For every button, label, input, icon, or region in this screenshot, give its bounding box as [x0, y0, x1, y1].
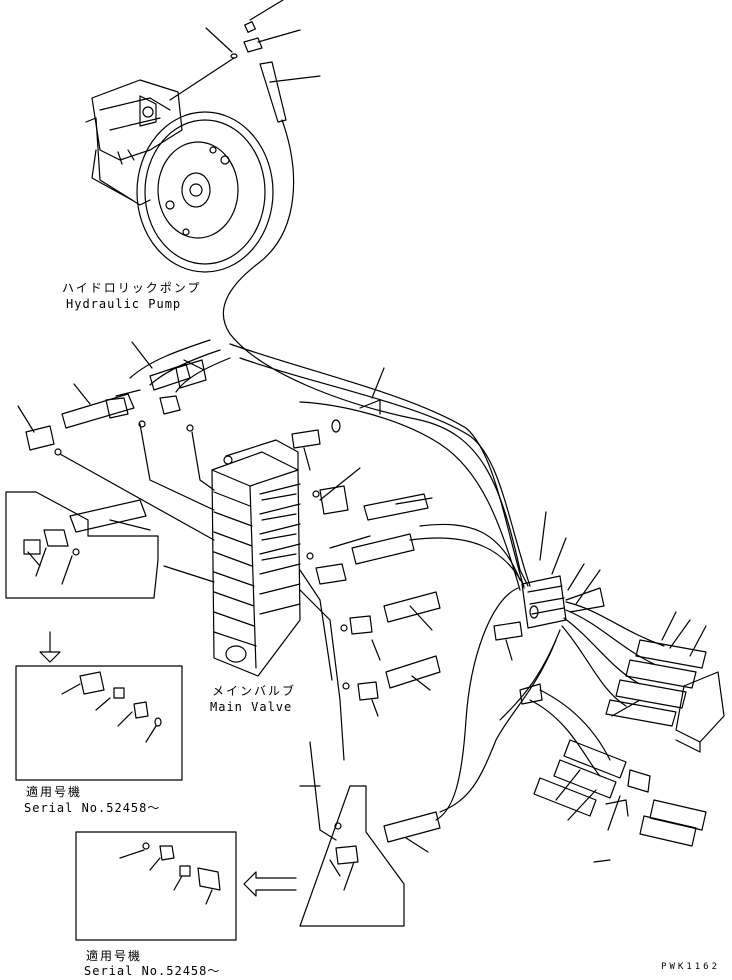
valve-left-fittings: [17, 341, 215, 583]
hydraulic-pump: [85, 79, 274, 273]
upper-inset-bracket: [5, 491, 159, 599]
inset-arrow-down: [39, 631, 61, 663]
bolt-washer: [291, 419, 539, 661]
drawing-code: PWK1162: [661, 962, 720, 972]
pump-fittings: [169, 0, 321, 123]
lower-inset-box: [75, 831, 237, 941]
lower-middle-bracket: [299, 785, 405, 927]
serial-label-en-upper: Serial No.52458～: [24, 801, 161, 815]
hydraulic-pump-label-en: Hydraulic Pump: [66, 297, 182, 311]
hydraulic-pump-label-jp: ハイドロリックポンプ: [62, 281, 202, 295]
serial-label-jp-upper: 適用号機: [26, 785, 83, 799]
main-valve: [211, 439, 301, 677]
lower-right-hoses: [439, 629, 707, 863]
left-inset-box: [15, 665, 183, 781]
main-valve-label-jp: メインバルブ: [212, 684, 297, 698]
right-hoses: [561, 601, 725, 753]
serial-label-jp-lower: 適用号機: [86, 949, 143, 963]
lower-hose: [309, 587, 519, 853]
inset-arrow-left: [243, 871, 297, 897]
valve-right-fittings: [299, 467, 441, 761]
serial-label-en-lower: Serial No.52458～: [84, 964, 221, 978]
hose-bundle: [129, 119, 531, 591]
main-valve-label-en: Main Valve: [210, 700, 293, 714]
